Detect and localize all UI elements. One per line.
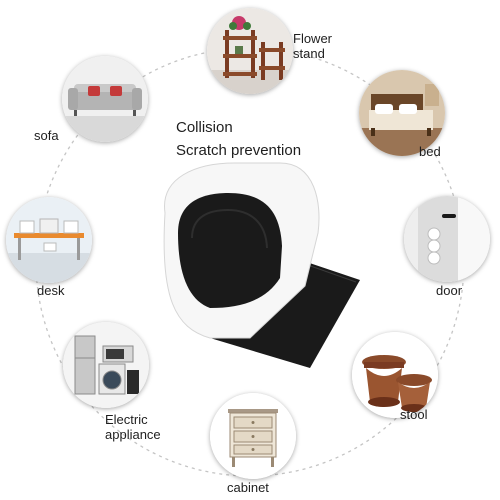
bed-label-line-1: bed: [419, 144, 441, 159]
bed-label: bed: [419, 144, 441, 159]
desk-thumbnail: [6, 197, 92, 283]
cabinet-icon: [210, 393, 296, 479]
sofa-label-line-1: sofa: [34, 128, 59, 143]
flower-stand-label-line-1: Flower: [293, 31, 333, 46]
bed-thumbnail: [359, 70, 445, 156]
tagline-line-2: Scratch prevention: [176, 142, 302, 159]
electric-appliance-label-line-1: Electric: [105, 412, 148, 427]
cabinet-thumbnail: [210, 393, 296, 479]
flower-stand-label-line-2: stand: [293, 46, 325, 61]
door-thumbnail: [404, 196, 490, 282]
door-label: door: [436, 283, 462, 298]
stool-thumbnail: [352, 332, 438, 418]
stool-label: stool: [400, 407, 427, 422]
felt-roll-product: [163, 162, 360, 368]
sofa-icon: [62, 56, 148, 142]
flower-stand-label: Flower stand: [293, 31, 332, 61]
electric-appliance-thumbnail: [63, 322, 149, 408]
flower-stand-icon: [207, 8, 293, 94]
cabinet-label-line-1: cabinet: [227, 480, 269, 495]
desk-label: desk: [37, 283, 64, 298]
sofa-label: sofa: [34, 128, 59, 143]
roll-felt-core: [178, 193, 282, 308]
stool-label-line-1: stool: [400, 407, 428, 422]
tagline: Collision Scratch prevention: [176, 116, 301, 162]
electric-appliance-label-line-2: appliance: [105, 427, 161, 442]
sofa-thumbnail: [62, 56, 148, 142]
door-icon: [404, 196, 490, 282]
flower-stand-thumbnail: [207, 8, 293, 94]
bed-icon: [359, 70, 445, 156]
tagline-line-1: Collision: [176, 119, 233, 136]
door-label-line-1: door: [436, 283, 463, 298]
electric-appliance-label: Electric appliance: [105, 412, 161, 442]
stool-icon: [352, 332, 438, 418]
desk-icon: [6, 197, 92, 283]
roll-felt-layer: [191, 208, 268, 249]
appliance-icon: [63, 322, 149, 408]
cabinet-label: cabinet: [227, 480, 269, 495]
desk-label-line-1: desk: [37, 283, 65, 298]
